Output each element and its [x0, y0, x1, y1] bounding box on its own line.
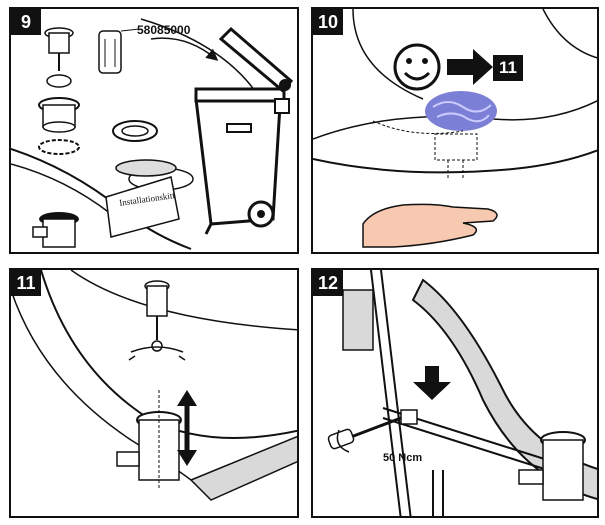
step-number-badge: 10 — [313, 9, 343, 35]
installed-drain-icon — [32, 212, 79, 248]
smiley-icon — [393, 43, 441, 91]
screwdriver-icon — [327, 416, 402, 453]
step-11-panel: 11 — [9, 268, 299, 518]
gasket-icon — [38, 139, 80, 155]
step-9-illustration — [11, 18, 294, 250]
putty-can-icon — [105, 159, 194, 238]
clamp-icon — [400, 409, 418, 425]
step-number-badge: 11 — [11, 270, 41, 296]
drain-body-icon — [38, 97, 80, 133]
torque-label: 50 Ncm — [383, 452, 423, 464]
arrow-right-icon — [447, 49, 493, 85]
step-number-badge: 9 — [11, 9, 41, 35]
hand-icon — [362, 203, 498, 248]
part-number-label: 58085000 — [137, 23, 191, 37]
step-number-badge: 12 — [313, 270, 343, 296]
step-10-illustration — [313, 9, 597, 248]
step-12-illustration — [327, 270, 597, 516]
replacement-part-icon — [98, 28, 140, 74]
step-9-panel: 9 — [9, 7, 299, 254]
installed-drain-icon — [116, 390, 182, 490]
drain-plug-icon — [44, 27, 74, 88]
installed-drain-icon — [518, 431, 586, 501]
trash-bin-icon — [194, 26, 294, 235]
drain-plug-icon — [128, 280, 186, 361]
up-down-arrow-icon — [177, 390, 197, 466]
water-swirl-icon — [425, 91, 497, 131]
step-11-illustration — [11, 270, 297, 501]
next-step-badge: 11 — [493, 55, 523, 81]
step-12-panel: 12 50 Ncm — [311, 268, 599, 518]
step-10-panel: 10 11 — [311, 7, 599, 254]
down-arrow-icon — [413, 366, 451, 400]
